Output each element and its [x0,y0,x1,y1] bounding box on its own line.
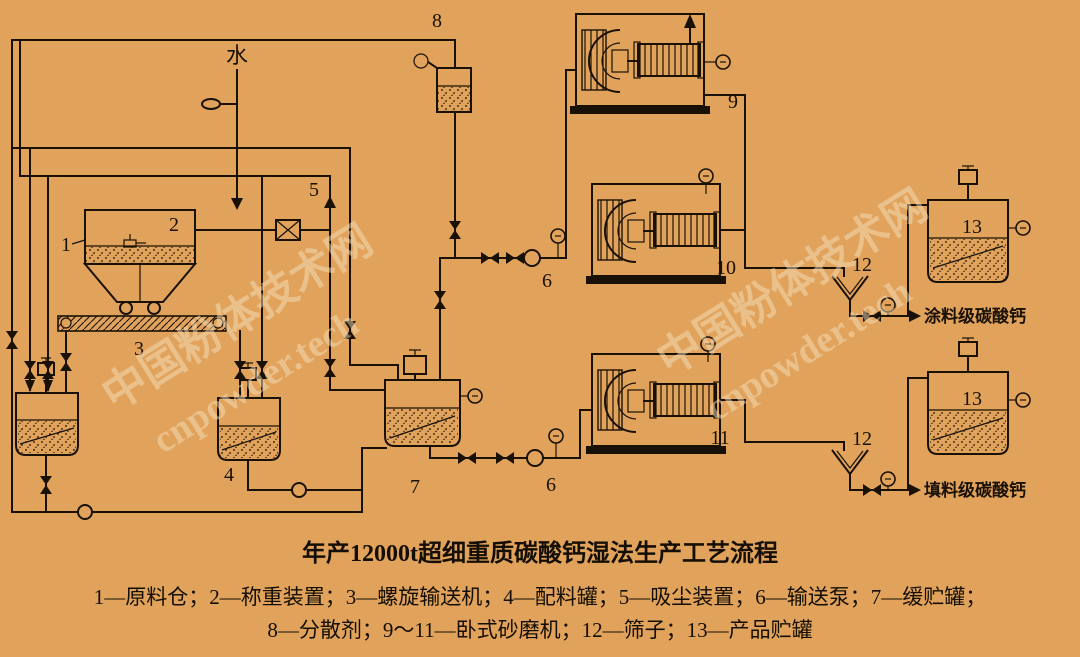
caption: 年产12000t超细重质碳酸钙湿法生产工艺流程 1—原料仓；2—称重装置；3—螺… [94,539,987,642]
gauges [467,54,1031,490]
part-label-8: 8 [432,10,442,32]
legend-line-2: 8—分散剂；9～11—卧式砂磨机；12—筛子；13—产品贮罐 [267,618,812,642]
diagram-title: 年产12000t超细重质碳酸钙湿法生产工艺流程 [302,539,778,567]
water-arrow-icon [231,198,243,210]
product-tank-13a [927,165,1016,283]
water-label: 水 [226,43,248,68]
transfer-pump-6b [526,449,544,467]
watermarks: 中国粉体技术网 cnpowder.tech 中国粉体技术网 cnpowder.t… [94,180,936,461]
transfer-pump-6a [523,249,541,267]
part-label-3: 3 [134,338,144,360]
sieve-12b [831,449,869,491]
part-label-4: 4 [224,464,234,486]
water-valve-handle [201,98,221,110]
feed-arrow-icon [43,380,53,392]
dust-vent-arrow-icon [324,196,336,208]
part-label-13b: 13 [962,388,982,410]
part-label-11: 11 [710,427,729,449]
part-label-2: 2 [169,214,179,236]
flow-arrows [25,14,921,496]
sand-mill-10 [585,183,727,285]
feed-arrow-icon [25,380,35,392]
part-label-12b: 12 [852,428,872,450]
part-label-13a: 13 [962,216,982,238]
part-label-10: 10 [716,257,736,279]
part-label-5: 5 [309,179,319,201]
coating-grade-output-label: 涂料级碳酸钙 [924,306,1026,326]
dosing-tank-4a [15,357,79,456]
filler-output-arrow-icon [909,484,921,496]
output-labels: 涂料级碳酸钙 填料级碳酸钙 [924,306,1026,500]
part-labels: 水 1 2 3 4 5 6 6 7 8 9 10 11 12 12 13 13 [61,10,982,498]
drain-pump [77,482,307,520]
legend-line-1: 1—原料仓；2—称重装置；3—螺旋输送机；4—配料罐；5—吸尘装置；6—输送泵；… [94,585,987,609]
mill-vent-arrow-icon [684,14,696,28]
dosing-tank-4b [217,362,281,461]
dispersant-tank-8 [413,53,472,113]
part-label-7: 7 [410,476,420,498]
weighing-device-2 [123,234,146,248]
coating-output-arrow-icon [909,310,921,322]
product-tank-13b [927,337,1016,455]
part-label-12a: 12 [852,254,872,276]
screw-conveyor-3 [57,315,227,332]
buffer-tank-7 [384,349,468,447]
part-label-6a: 6 [542,270,552,292]
raw-silo-1 [71,209,198,315]
part-label-1: 1 [61,234,71,256]
part-label-6b: 6 [546,474,556,496]
dust-collector-5 [275,219,301,241]
filler-grade-output-label: 填料级碳酸钙 [924,480,1026,500]
part-label-9: 9 [728,91,738,113]
